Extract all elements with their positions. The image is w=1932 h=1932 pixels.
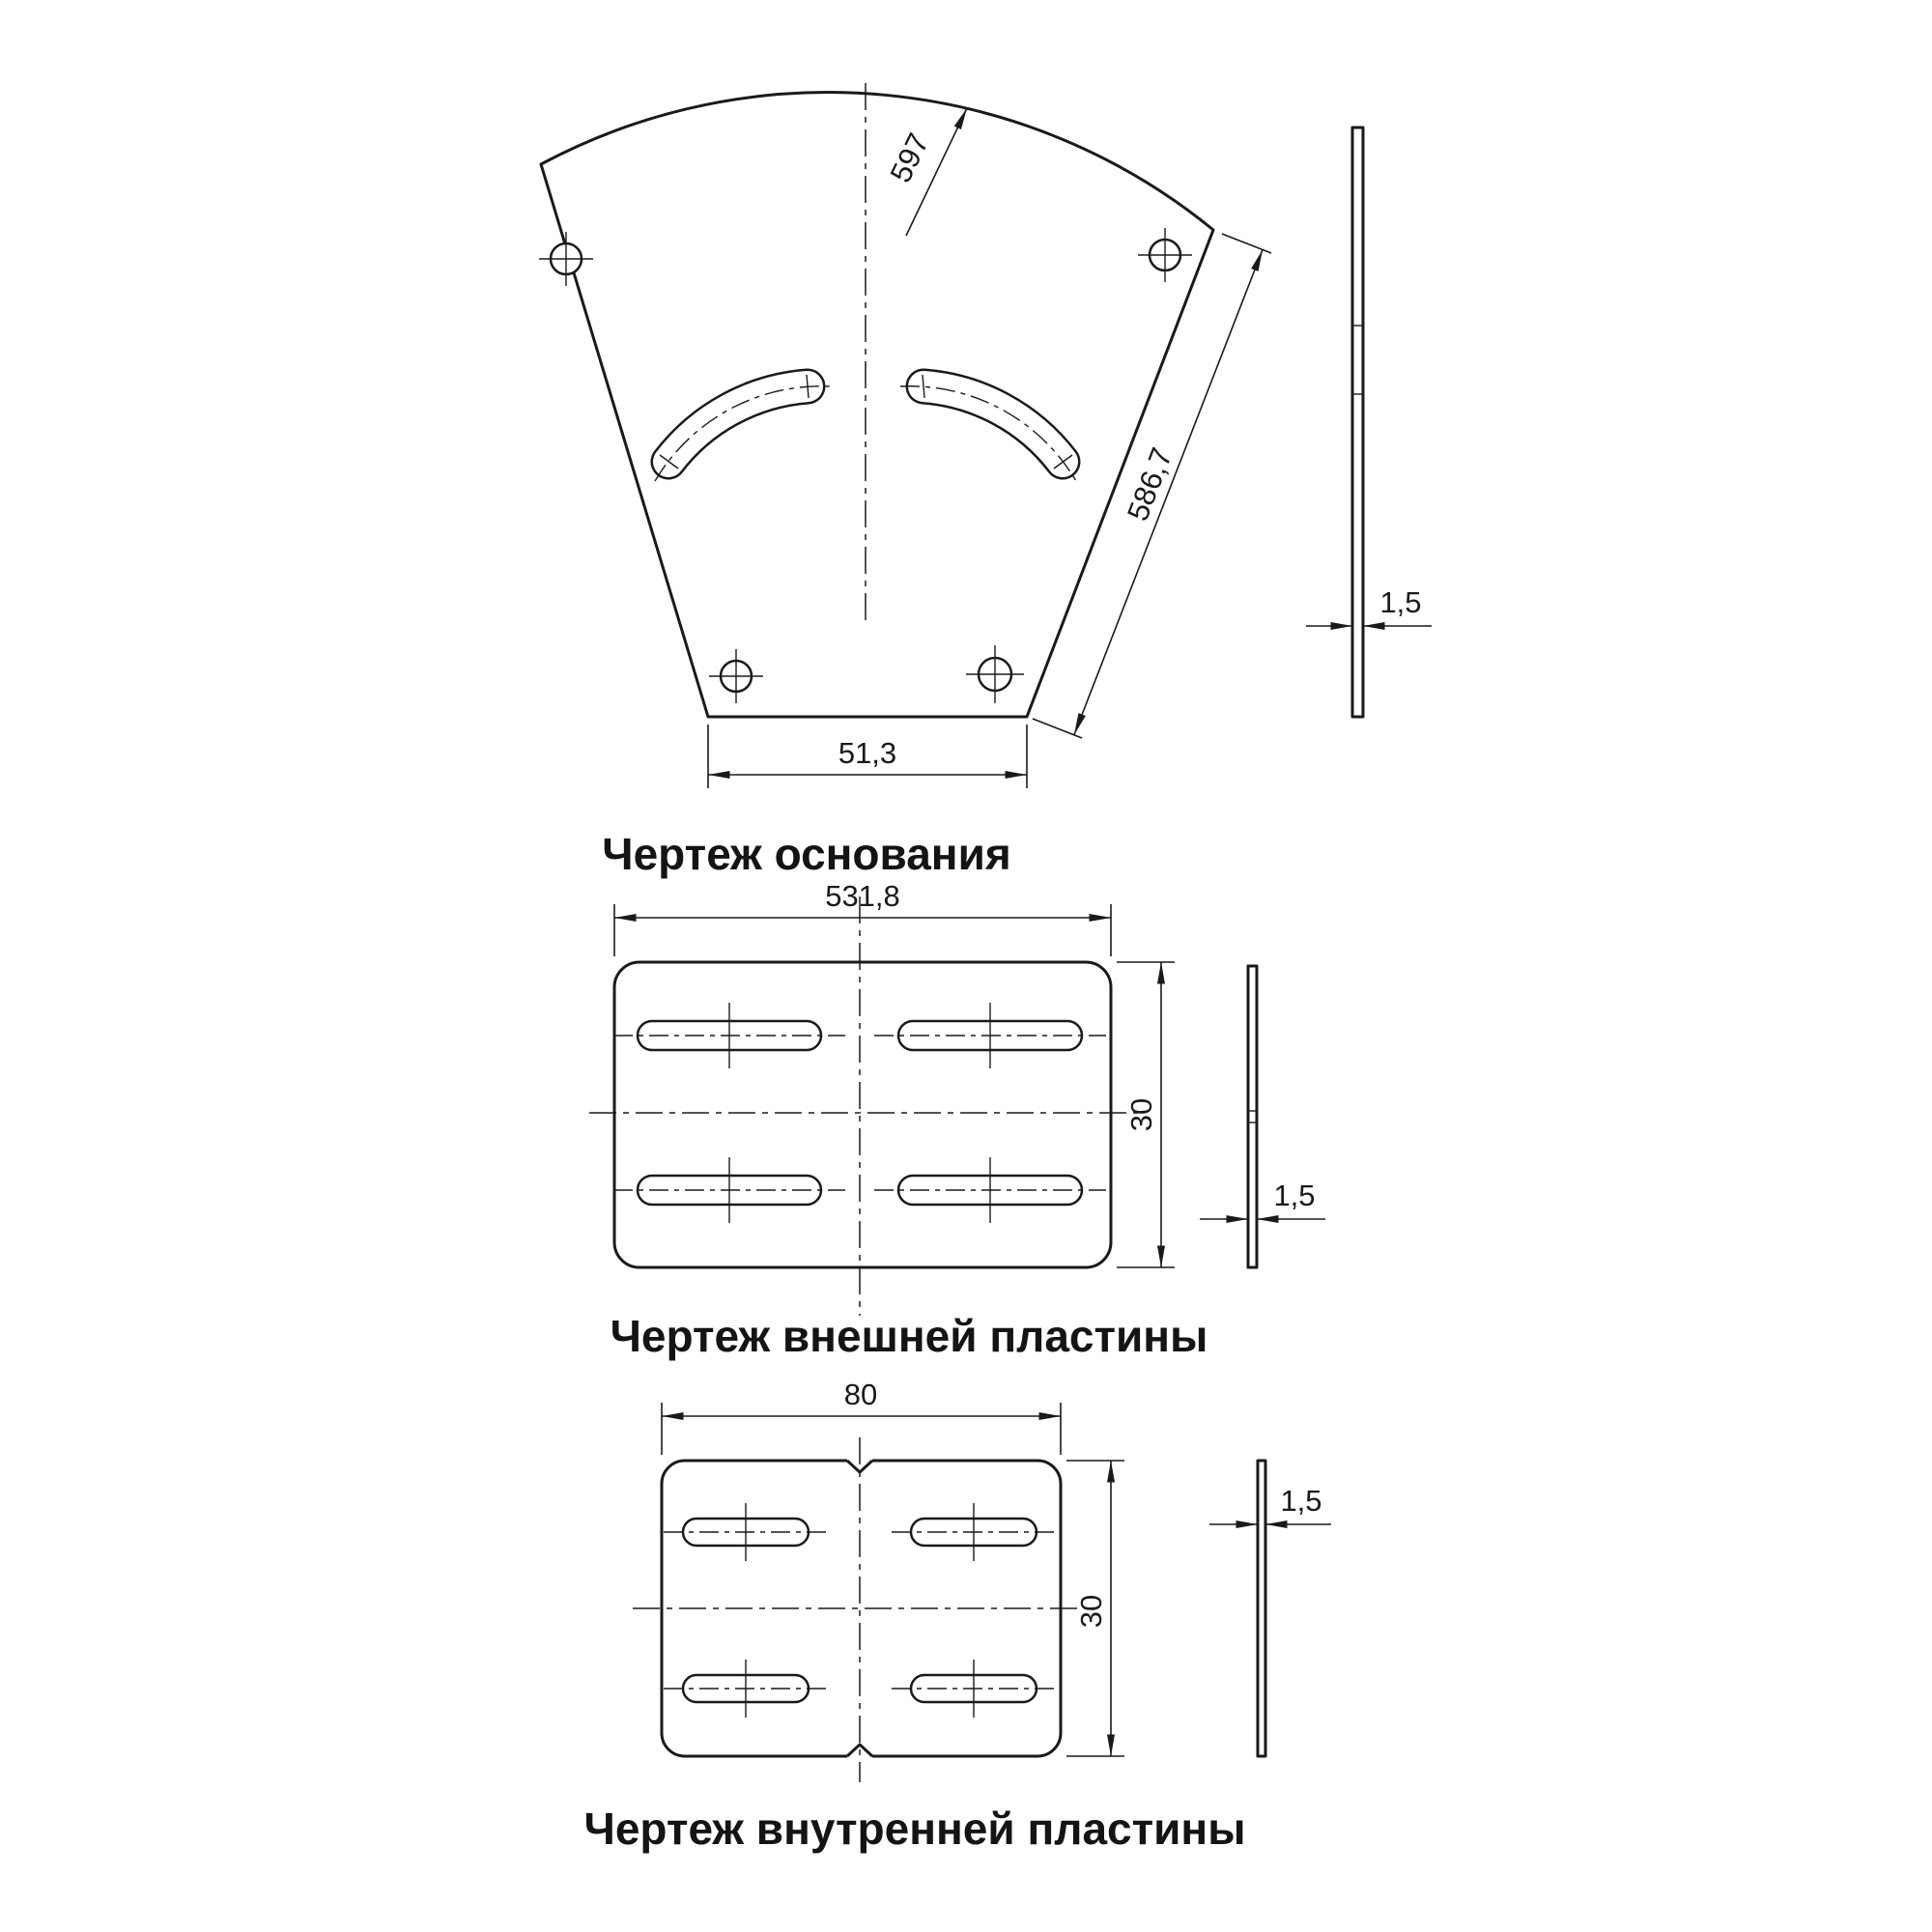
outer-plate-dim-width: 531,8 xyxy=(613,879,1112,956)
outer-plate-side-view: 1,5 xyxy=(1200,964,1325,1269)
base-plate-outline xyxy=(539,91,1215,719)
slot-end-mark xyxy=(922,374,925,399)
base-drawing: 597 586,7 51,3 1,5 Чертеж основания xyxy=(539,83,1432,879)
inner-plate-dim-width: 80 xyxy=(661,1378,1062,1455)
side-profile xyxy=(1246,964,1259,1269)
slot-centerline xyxy=(654,385,832,482)
outer-plate-dim-height: 30 xyxy=(1117,961,1175,1268)
inner-plate-slot-bottom-left xyxy=(664,1660,828,1718)
dim-height-value: 30 xyxy=(1124,1098,1158,1131)
outer-plate-slot-top-left xyxy=(613,1003,845,1068)
outer-plate-slot-top-right xyxy=(874,1003,1106,1068)
base-hole-bottom-right xyxy=(966,645,1024,703)
slot-centerline xyxy=(899,385,1077,482)
slot-end-mark xyxy=(1053,454,1073,469)
dim-height-value: 30 xyxy=(1074,1595,1108,1628)
slot-end-mark xyxy=(659,454,679,469)
inner-plate-slot-bottom-right xyxy=(892,1660,1056,1718)
dimension-line xyxy=(1073,249,1264,735)
extension-line xyxy=(1221,233,1272,254)
base-slot-right xyxy=(899,368,1081,482)
dim-width-value: 80 xyxy=(844,1378,877,1411)
inner-plate-caption: Чертеж внутренней пластины xyxy=(584,1804,1246,1854)
dim-thickness-value: 1,5 xyxy=(1273,1179,1315,1212)
dim-side-value: 586,7 xyxy=(1121,443,1179,526)
inner-plate-drawing: 80 30 1,5 Чертеж внутренней пластины xyxy=(584,1378,1331,1854)
base-dim-bottom: 51,3 xyxy=(707,724,1028,788)
dim-width-value: 531,8 xyxy=(825,879,900,913)
outer-plate-drawing: 531,8 30 1,5 Чертеж внешней пластины xyxy=(589,879,1325,1361)
dim-thickness-value: 1,5 xyxy=(1379,585,1421,619)
base-hole-top-left xyxy=(539,232,593,286)
inner-plate-outline xyxy=(660,1459,1063,1758)
base-hole-bottom-left xyxy=(709,649,763,703)
outer-plate-outline xyxy=(612,960,1113,1269)
inner-plate-slot-top-right xyxy=(892,1503,1056,1561)
base-side-view: 1,5 xyxy=(1306,126,1432,719)
base-slot-left xyxy=(650,368,832,482)
inner-plate-slot-top-left xyxy=(664,1503,828,1561)
dim-thickness-value: 1,5 xyxy=(1280,1484,1321,1518)
outer-plate-slot-bottom-left xyxy=(613,1157,845,1223)
inner-plate-side-view: 1,5 xyxy=(1209,1459,1331,1758)
extension-line xyxy=(1032,718,1083,739)
outer-plate-caption: Чертеж внешней пластины xyxy=(611,1311,1208,1361)
side-profile xyxy=(1256,1459,1267,1758)
slot-end-mark xyxy=(806,374,810,399)
radius-leader-line xyxy=(905,107,968,237)
inner-plate-dim-height: 30 xyxy=(1066,1460,1124,1757)
base-caption: Чертеж основания xyxy=(602,829,1010,879)
side-profile xyxy=(1350,126,1365,719)
outer-plate-slot-bottom-right xyxy=(874,1157,1106,1223)
dim-bottom-value: 51,3 xyxy=(838,736,896,770)
